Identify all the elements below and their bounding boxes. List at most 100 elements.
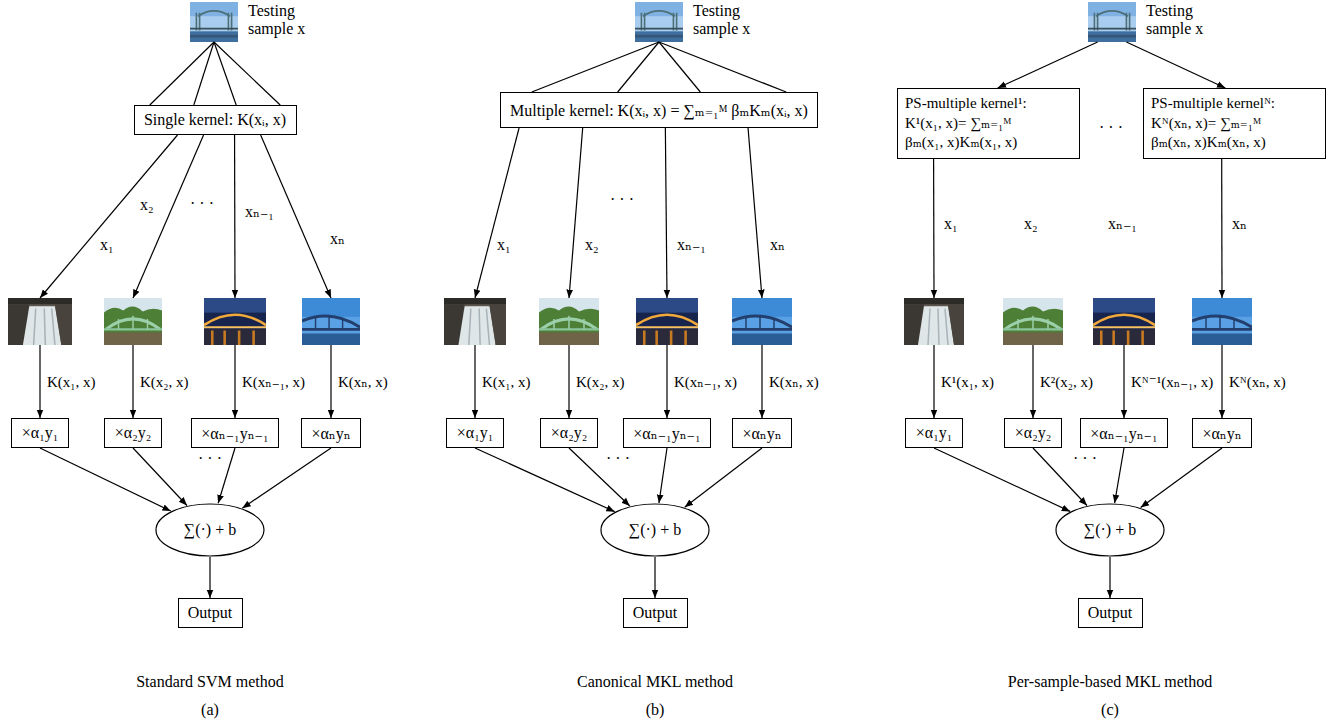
panel-caption: Canonical MKL method	[577, 672, 733, 691]
ellipsis: · · ·	[610, 190, 634, 209]
connector-line	[475, 128, 519, 298]
connector-line	[234, 345, 235, 418]
node-text: ×αₙyₙ	[1202, 424, 1241, 443]
waterfall-photo	[904, 298, 964, 345]
image-sample: x₁	[904, 298, 964, 345]
connector-line	[133, 448, 187, 505]
connector-arrow	[665, 128, 667, 298]
edge-label: K(xₙ₋₁, x)	[240, 373, 307, 391]
image-sample: xₙ₋₁	[636, 298, 698, 345]
connector-arrow	[242, 448, 331, 508]
edge-label: Kᴺ(xₙ, x)	[1227, 373, 1288, 391]
node-text: ∑(·) + b	[184, 521, 236, 539]
kernel-box: Multiple kernel: K(xᵢ, x) = ∑ₘ₌₁ᴹ βₘKₘ(x…	[500, 92, 818, 128]
ellipsis: · · ·	[198, 449, 222, 468]
image-label: xₙ₋₁	[245, 203, 274, 221]
edge-label: K(x₁, x)	[45, 373, 98, 391]
connector-line	[242, 448, 331, 508]
bridge-photo	[1088, 2, 1136, 42]
multiply-box: ×αₙ₋₁yₙ₋₁	[191, 418, 279, 448]
multiply-box: ×αₙyₙ	[1192, 418, 1252, 448]
panel-caption: Per-sample-based MKL method	[1008, 672, 1212, 691]
connector-line	[1221, 345, 1222, 418]
image-sample: xₙ₋₁	[204, 298, 266, 345]
connector-arrow	[150, 42, 280, 105]
connector-line	[569, 128, 583, 298]
connector-line	[1123, 345, 1124, 418]
night-bridge-photo	[1093, 298, 1155, 345]
ellipse-shape	[1056, 504, 1164, 556]
connector-arrow	[475, 128, 519, 298]
connector-arrow	[933, 159, 934, 299]
edge-label: K(x₁, x)	[480, 373, 533, 391]
connector-line	[1221, 159, 1223, 299]
connector-arrow	[1141, 448, 1222, 508]
connector-arrow	[569, 128, 583, 298]
sum-node: ∑(·) + b	[1055, 503, 1165, 557]
panel-letter: (c)	[1101, 700, 1119, 719]
connector-line	[666, 345, 667, 418]
connector-arrow	[475, 345, 476, 418]
output-box: Output	[1078, 598, 1143, 628]
multiply-box: ×α₂y₂	[104, 418, 162, 448]
connector-line	[659, 448, 667, 503]
node-text: ×αₙyₙ	[311, 424, 350, 443]
connector-arrow	[133, 448, 187, 505]
green-bridge-photo	[1003, 298, 1063, 345]
connector-line	[150, 42, 214, 105]
connector-arrow	[40, 345, 41, 418]
image-label: xₙ₋₁	[677, 236, 706, 254]
panel-letter: (b)	[646, 700, 665, 719]
image-label: x₂	[1024, 215, 1038, 233]
node-text: ×α₂y₂	[1015, 424, 1052, 442]
connector-line	[1109, 557, 1110, 598]
connector-line	[654, 557, 655, 598]
image-label: x₂	[140, 196, 154, 214]
node-text: ×α₂y₂	[551, 424, 588, 442]
connector-arrow	[762, 345, 763, 418]
edge-label: K¹(x₁, x)	[939, 373, 996, 391]
multiply-box: ×αₙ₋₁yₙ₋₁	[623, 418, 711, 448]
connector-line	[1141, 448, 1222, 508]
multiply-box: ×α₂y₂	[540, 418, 598, 448]
connector-line	[214, 42, 236, 105]
connector-arrow	[934, 448, 1070, 511]
connector-arrow	[1110, 557, 1111, 598]
node-text: Output	[633, 604, 677, 622]
kernel-box: Single kernel: K(xᵢ, x)	[134, 105, 297, 135]
connector-line	[133, 135, 204, 298]
image-label: xₙ₋₁	[1108, 215, 1137, 233]
connector-line	[933, 345, 934, 418]
connector-line	[998, 42, 1098, 88]
connector-arrow	[1115, 448, 1124, 503]
edge-label: K(xₙ, x)	[767, 373, 821, 391]
connector-line	[761, 345, 762, 418]
sum-node: ∑(·) + b	[600, 503, 710, 557]
green-bridge-photo	[539, 298, 599, 345]
connector-line	[132, 345, 133, 418]
connector-line	[40, 448, 171, 511]
sum-node: ∑(·) + b	[155, 503, 265, 557]
blue-bridge-photo	[1192, 298, 1252, 345]
node-text: ×αₙ₋₁yₙ₋₁	[1090, 424, 1157, 443]
node-text: PS-multiple kernelᴺ: Kᴺ(xₙ, x)= ∑ₘ₌₁ᴹ βₘ…	[1151, 94, 1318, 153]
connector-line	[194, 42, 214, 105]
connector-arrow	[235, 345, 236, 418]
node-text: PS-multiple kernel¹: K¹(x₁, x)= ∑ₘ₌₁ᴹ βₘ…	[905, 94, 1072, 153]
connector-line	[532, 42, 659, 92]
node-text: Single kernel: K(xᵢ, x)	[144, 111, 286, 129]
multiply-box: ×α₁y₁	[11, 418, 69, 448]
image-sample: xₙ	[732, 298, 792, 345]
multiply-box: ×α₁y₁	[905, 418, 963, 448]
panel-caption: Standard SVM method	[136, 672, 284, 691]
node-text: ×α₁y₁	[916, 424, 953, 442]
testing-sample: Testing sample x	[1088, 2, 1136, 42]
image-label: xₙ	[770, 236, 785, 254]
image-sample: x₁	[8, 298, 72, 345]
connector-line	[209, 557, 210, 598]
ps-kernel-box: PS-multiple kernel¹: K¹(x₁, x)= ∑ₘ₌₁ᴹ βₘ…	[897, 88, 1080, 159]
connector-arrow	[1124, 345, 1125, 418]
connector-arrow	[569, 345, 570, 418]
